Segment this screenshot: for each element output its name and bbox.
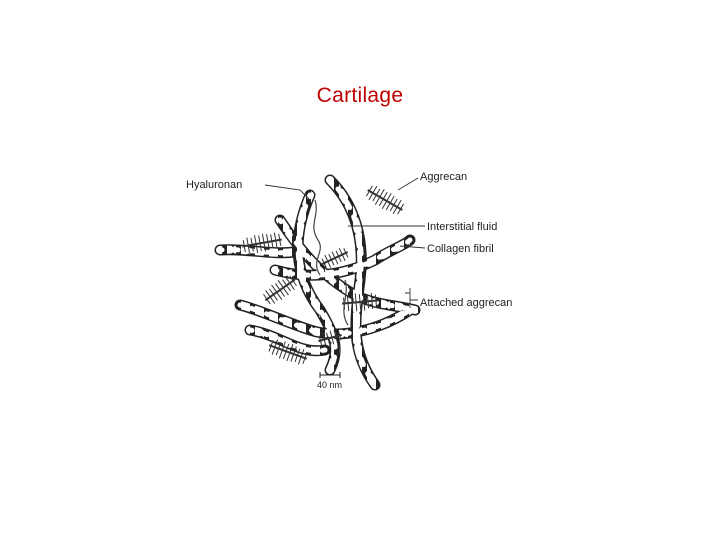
label-collagen-fibril: Collagen fibril	[427, 243, 494, 255]
label-aggrecan: Aggrecan	[420, 171, 467, 183]
aggrecan-cluster	[363, 182, 407, 218]
collagen-fibrils	[220, 180, 415, 385]
cartilage-figure: Hyaluronan Aggrecan Interstitial fluid C…	[180, 160, 550, 400]
label-hyaluronan: Hyaluronan	[186, 179, 242, 191]
cartilage-diagram: Hyaluronan Aggrecan Interstitial fluid C…	[180, 160, 550, 400]
label-interstitial-fluid: Interstitial fluid	[427, 221, 497, 233]
slide-title: Cartilage	[0, 84, 720, 108]
scale-bar: 40 nm	[317, 372, 342, 390]
label-attached-aggrecan: Attached aggrecan	[420, 297, 512, 309]
scale-bar-label: 40 nm	[317, 380, 342, 390]
